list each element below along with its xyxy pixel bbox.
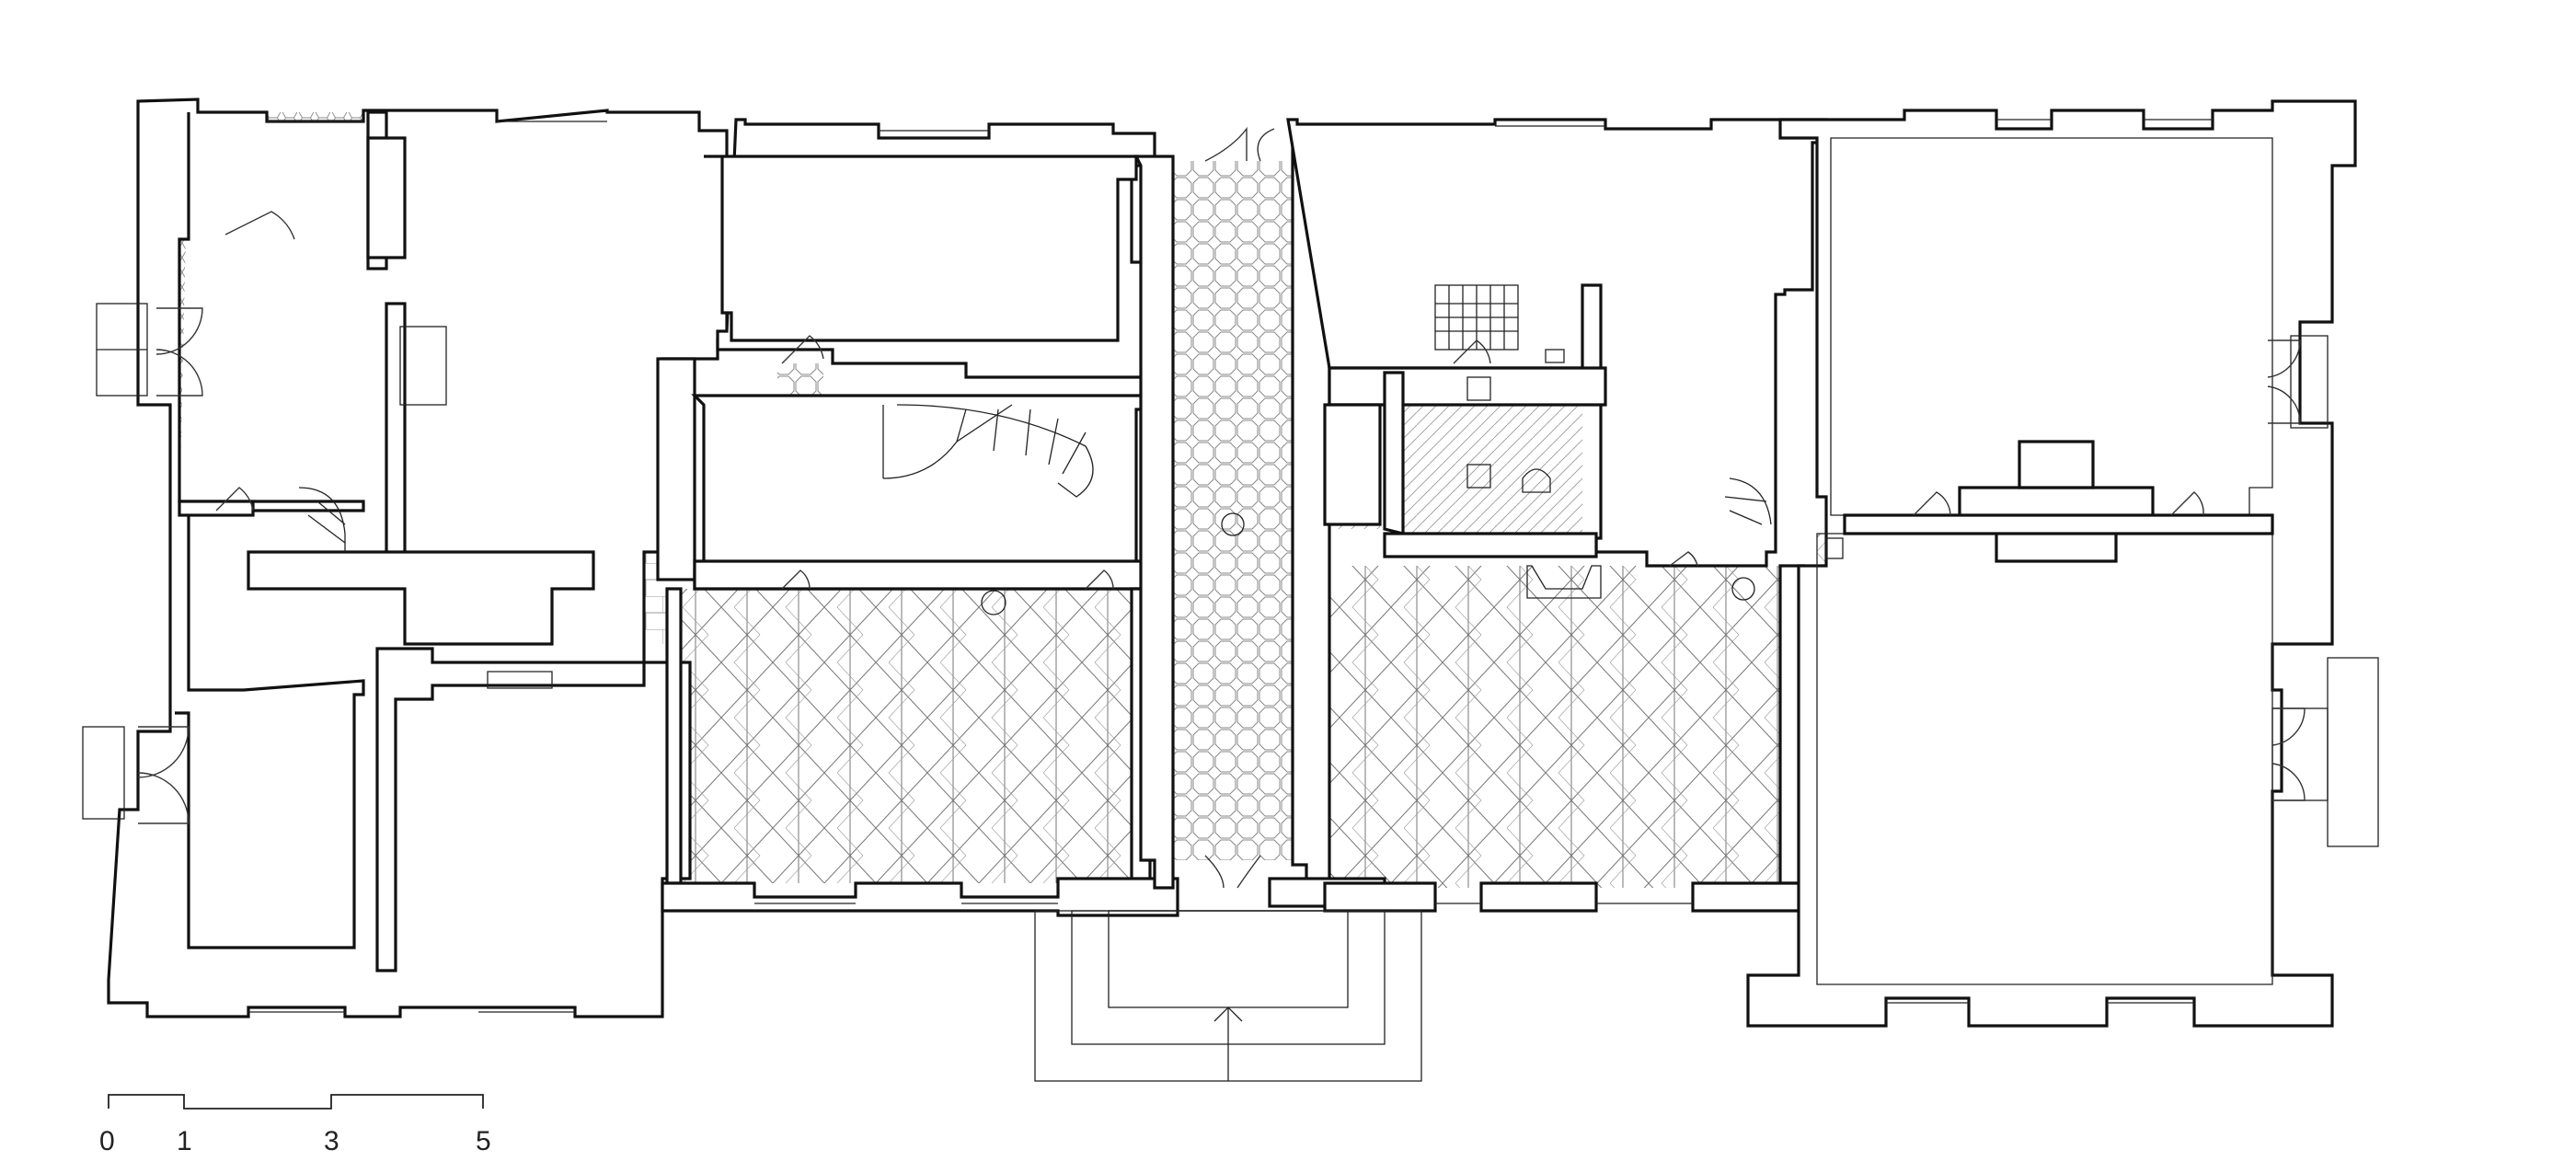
scale-label-0: 0 xyxy=(99,1126,115,1156)
room-herring-sc xyxy=(681,589,1132,883)
scale-bar: 0 1 3 5 xyxy=(99,1094,491,1156)
entry-steps xyxy=(82,303,2379,1082)
scale-bar-line xyxy=(108,1094,484,1110)
window-bays xyxy=(248,119,2213,1013)
central-corridor xyxy=(1155,161,1311,860)
doors xyxy=(137,126,2306,889)
scale-label-3: 3 xyxy=(324,1126,339,1156)
scale-label-5: 5 xyxy=(476,1126,491,1156)
walls xyxy=(107,98,2357,1028)
fixtures xyxy=(399,326,1844,689)
room-oct-corr xyxy=(777,363,823,400)
scale-label-1: 1 xyxy=(177,1126,192,1156)
room-herring-sce xyxy=(1325,566,1794,888)
stairs xyxy=(298,284,1772,552)
